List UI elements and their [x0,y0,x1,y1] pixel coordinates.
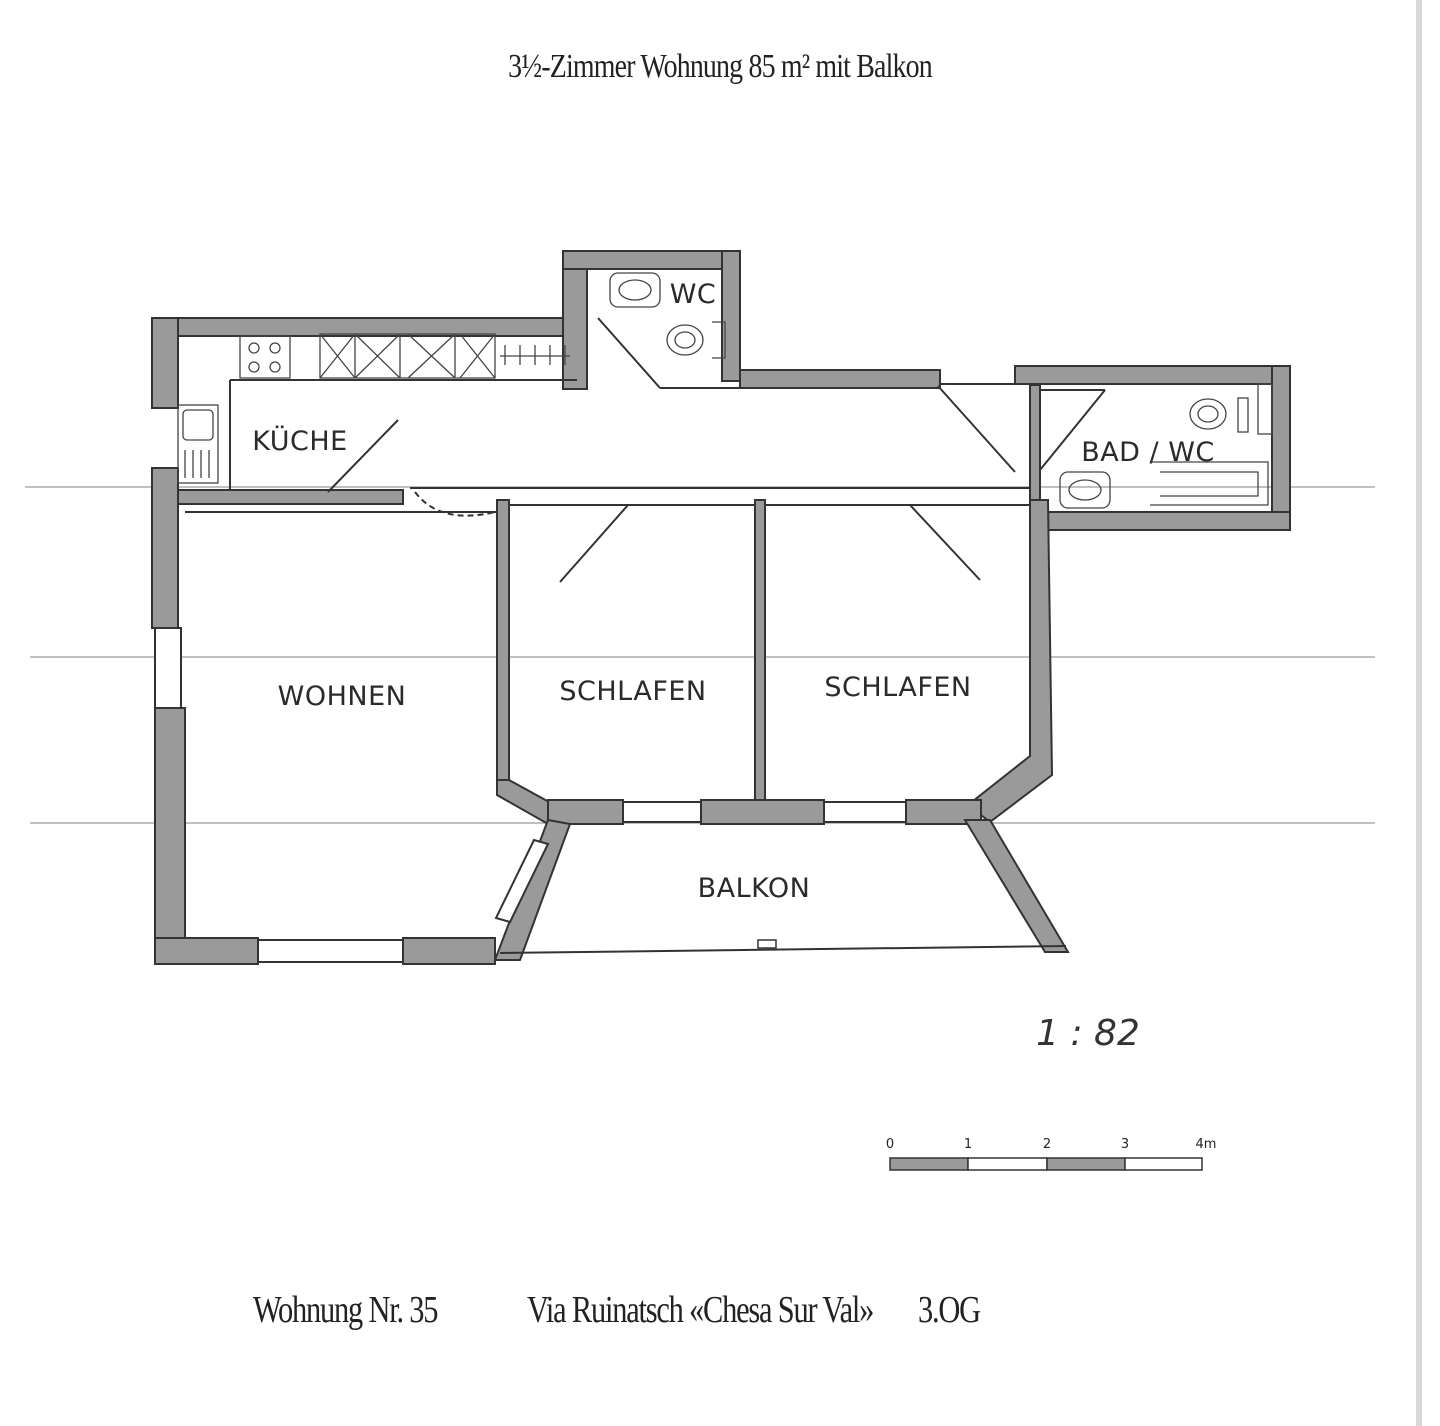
balcony-drain [757,939,777,949]
wall-left-lower [154,707,186,964]
wall-kitchen-bottom [177,489,404,505]
window-left [154,627,182,709]
toilet-bowl [674,331,696,349]
room-label-kueche: KÜCHE [252,425,347,457]
wc-sink-icon [609,272,661,308]
scale-ratio: 1 : 82 [1036,1013,1140,1054]
bedroom1-door-swing [559,504,629,583]
bath-cabinet [1257,383,1273,435]
window-balcony-left [494,838,550,924]
corridor-door-swing [937,385,1016,473]
wall-bedroom-bottom-1 [547,799,624,825]
bath-toilet-bowl [1197,405,1219,423]
room-label-balkon: BALKON [698,873,811,904]
bathtub [1150,461,1269,506]
bedroom2-door-swing [909,504,981,581]
wall-wc-right [721,250,741,382]
wall-wc-top [562,250,741,270]
room-label-schlafen-2: SCHLAFEN [824,672,971,703]
wall-balcony-right [963,819,1070,953]
kitchen-door-swing [327,419,399,493]
wall-bottom-right [402,937,496,965]
bath-sink-icon [1059,471,1111,509]
window-bottom [257,939,404,963]
wall-left-mid [151,467,179,629]
scale-tick: 1 [964,1137,972,1152]
footer-apartment-number: Wohnung Nr. 35 [253,1289,438,1331]
room-label-wc: WC [670,279,717,310]
wall-bath-right [1271,365,1291,531]
wall-bath-bottom [1029,511,1291,531]
wall-bath-top [1014,365,1289,385]
bath-tank [1237,397,1249,433]
room-label-schlafen-1: SCHLAFEN [559,676,706,707]
wall-left-upper [151,317,179,409]
page-edge [1416,0,1422,1426]
window-bedroom-1 [622,801,702,823]
scale-tick: 3 [1121,1137,1129,1152]
footer-floor: 3.OG [918,1289,981,1331]
stove-burner [269,361,281,373]
wall-bottom-left [154,937,259,965]
scale-bar: 0 1 2 3 4m [886,1137,1217,1171]
bath-sink-bowl [1068,479,1102,501]
stove-burner [269,342,281,354]
room-label-bad-wc: BAD / WC [1081,437,1215,468]
sink [177,404,219,484]
wall-corridor-top [739,369,941,389]
plan-title: 3½-Zimmer Wohnung 85 m² mit Balkon [508,48,933,85]
toilet-tank [712,321,726,359]
wall-bedroom-bottom-2 [700,799,825,825]
wall-bedroom-right [966,499,1054,824]
window-bedroom-2 [823,801,907,823]
balcony-edge [499,945,1067,954]
stove-burner [248,361,260,373]
scale-tick: 0 [886,1137,894,1152]
wc-sink-bowl [618,279,652,301]
toilet-icon [666,324,704,356]
wall-top-kitchen [151,317,578,337]
bathtub-inner [1160,471,1259,497]
bath-door-swing [1039,389,1106,471]
wall-between-bedrooms [754,499,766,801]
stove [239,335,291,379]
wall-bedroom-left [496,499,510,781]
scale-tick: 4m [1196,1137,1217,1152]
room-label-wohnen: WOHNEN [278,681,407,712]
bath-toilet-icon [1189,398,1227,430]
scale-tick: 2 [1043,1137,1051,1152]
stove-burner [248,342,260,354]
kitchen-cabinets [319,333,570,379]
wall-wc-left [562,250,588,390]
wc-door-swing [597,317,661,389]
footer-address: Via Ruinatsch «Chesa Sur Val» [527,1289,874,1331]
